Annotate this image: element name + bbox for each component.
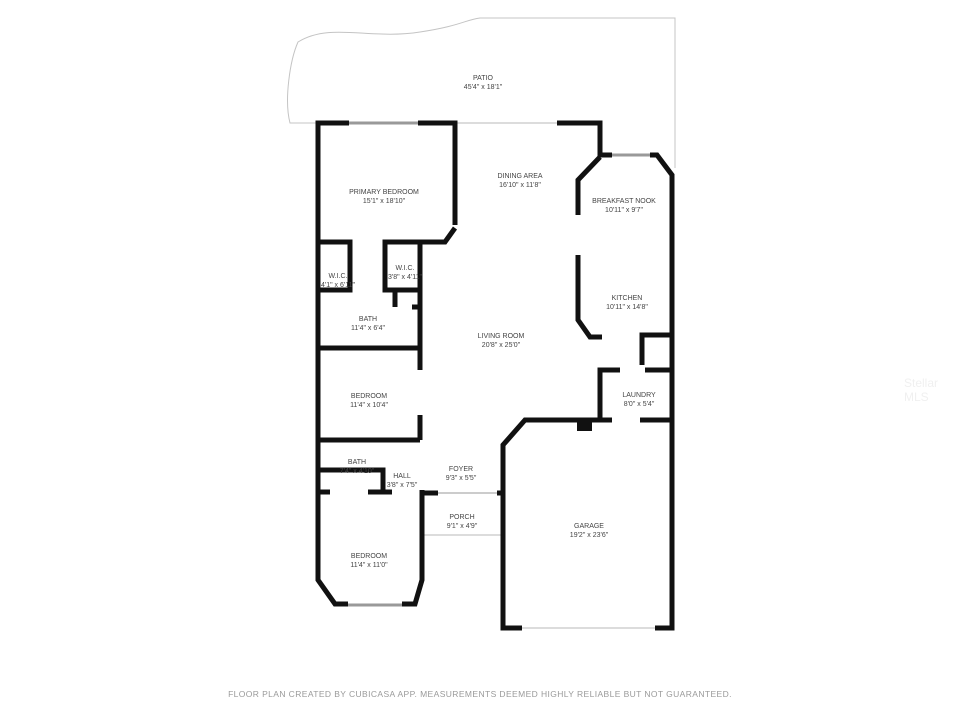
footer-disclaimer: FLOOR PLAN CREATED BY CUBICASA APP. MEAS…	[228, 689, 732, 699]
patio-outline	[287, 17, 676, 168]
watermark: Stellar MLS	[904, 376, 939, 404]
chimney	[577, 419, 592, 431]
room-label-wic-1: W.I.C.4'1" x 6'11"	[321, 273, 355, 289]
room-label-wic-2: W.I.C.3'8" x 4'11"	[388, 265, 422, 281]
walls	[315, 120, 675, 631]
thin-openings	[316, 121, 655, 629]
